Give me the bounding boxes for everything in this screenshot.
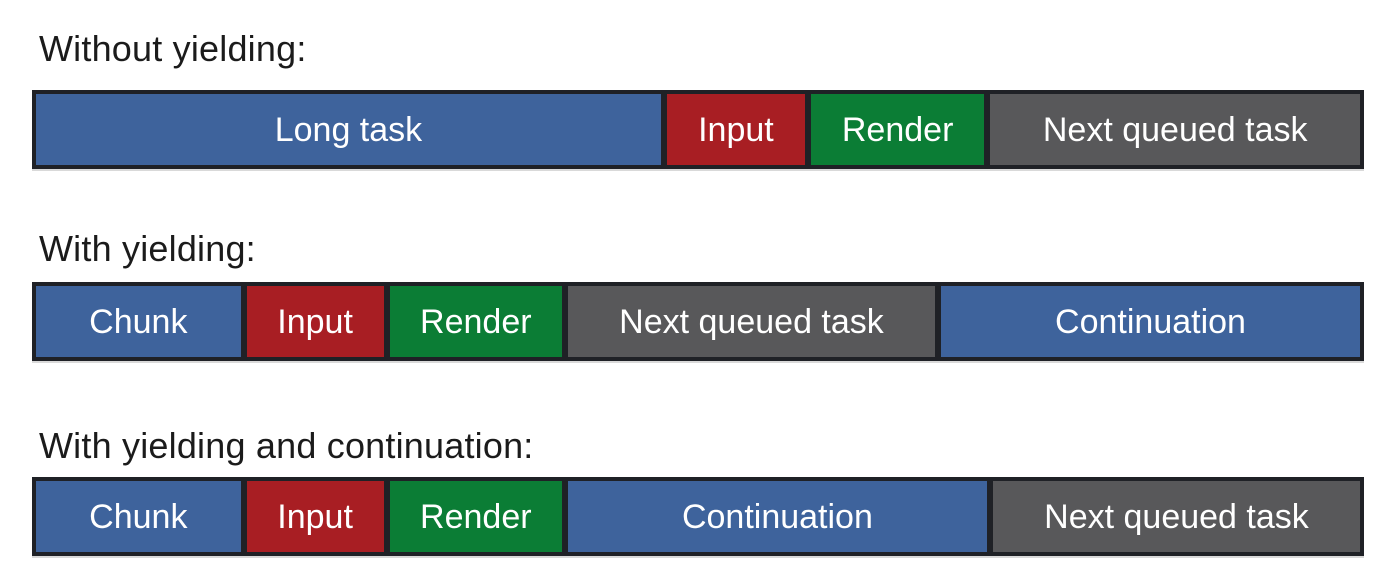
row-heading-without-yielding: Without yielding: xyxy=(39,28,307,69)
segment-input: Input xyxy=(246,286,384,357)
segment-render: Render xyxy=(389,481,562,552)
segment-next-queued-task: Next queued task xyxy=(992,481,1360,552)
segment-long-task: Long task xyxy=(36,94,661,165)
row-heading-with-yielding-and-continuation: With yielding and continuation: xyxy=(39,425,534,466)
segment-input: Input xyxy=(246,481,384,552)
segment-chunk: Chunk xyxy=(36,286,241,357)
segment-chunk: Chunk xyxy=(36,481,241,552)
segment-continuation: Continuation xyxy=(941,286,1360,357)
segment-render: Render xyxy=(810,94,985,165)
segment-continuation: Continuation xyxy=(567,481,987,552)
segment-next-queued-task: Next queued task xyxy=(990,94,1360,165)
segment-next-queued-task: Next queued task xyxy=(567,286,936,357)
segment-render: Render xyxy=(389,286,562,357)
row-heading-with-yielding: With yielding: xyxy=(39,228,256,269)
segment-input: Input xyxy=(666,94,805,165)
